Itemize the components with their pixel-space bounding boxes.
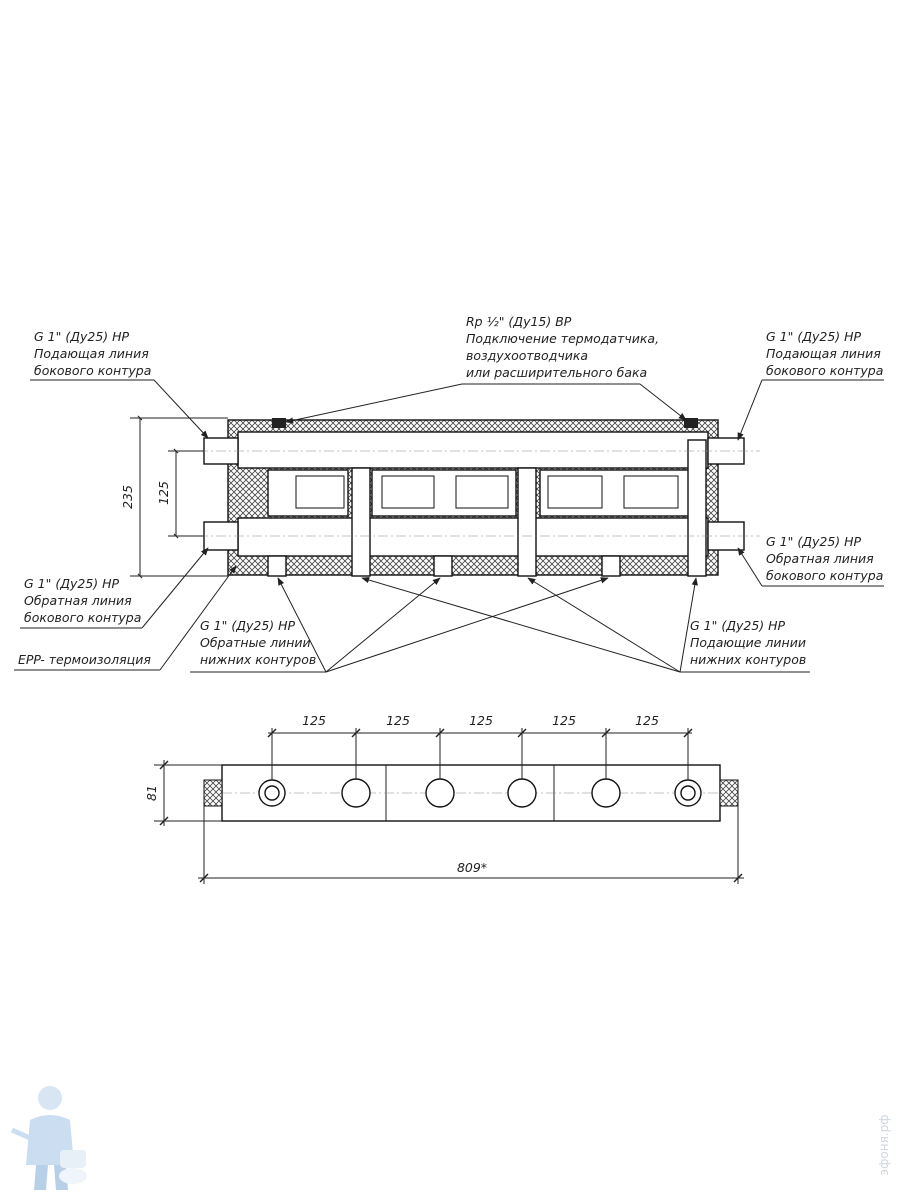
label-top-left-line3: бокового контура — [34, 363, 151, 378]
label-top-left-line1: G 1" (Ду25) НР — [34, 329, 130, 344]
label-supply-lower-line1: G 1" (Ду25) НР — [690, 618, 786, 633]
label-top-left-line2: Подающая линия — [34, 346, 149, 361]
label-top-left: G 1" (Ду25) НР Подающая линия бокового к… — [30, 329, 209, 439]
label-top-center: Rp ½" (Ду15) ВР Подключение термодатчика… — [285, 314, 687, 424]
height-dimensions: 235 125 — [120, 415, 228, 579]
dim-spacing-4: 125 — [552, 713, 576, 728]
label-right-return-line2: Обратная линия — [766, 551, 874, 566]
label-bottom-left: G 1" (Ду25) НР Обратная линия бокового к… — [20, 547, 209, 629]
dim-height-between: 125 — [156, 481, 171, 505]
label-top-center-line3: воздухоотводчика — [466, 348, 588, 363]
spacing-dimensions: 125 125 125 125 125 — [267, 713, 693, 780]
label-left-return-line1: G 1" (Ду25) НР — [24, 576, 120, 591]
label-left-return-line2: Обратная линия — [24, 593, 132, 608]
label-bottom-right-side: G 1" (Ду25) НР Обратная линия бокового к… — [737, 534, 884, 587]
label-return-lower-line2: Обратные линии — [200, 635, 311, 650]
label-return-lower-line1: G 1" (Ду25) НР — [200, 618, 296, 633]
label-top-center-line4: или расширительного бака — [466, 365, 647, 380]
watermark-text: эфоня.рф — [877, 1115, 891, 1176]
dim-spacing-5: 125 — [635, 713, 659, 728]
label-top-center-line2: Подключение термодатчика, — [466, 331, 659, 346]
dim-length: 809* — [457, 860, 487, 875]
dim-spacing-2: 125 — [386, 713, 410, 728]
label-left-return-line3: бокового контура — [24, 610, 141, 625]
plumber-mascot-icon — [10, 1086, 87, 1190]
label-supply-lower-line2: Подающие линии — [690, 635, 806, 650]
dim-spacing-3: 125 — [469, 713, 493, 728]
dim-depth: 81 — [144, 785, 159, 801]
label-insulation-text: EPP- термоизоляция — [18, 652, 151, 667]
label-insulation: EPP- термоизоляция — [14, 565, 237, 671]
label-return-lower: G 1" (Ду25) НР Обратные линии нижних кон… — [190, 577, 609, 673]
label-top-right-line2: Подающая линия — [766, 346, 881, 361]
label-top-right-line1: G 1" (Ду25) НР — [766, 329, 862, 344]
label-right-return-line1: G 1" (Ду25) НР — [766, 534, 862, 549]
label-right-return-line3: бокового контура — [766, 568, 883, 583]
label-top-right-line3: бокового контура — [766, 363, 883, 378]
front-section-view — [180, 418, 760, 577]
label-supply-lower-line3: нижних контуров — [690, 652, 806, 667]
dim-height-total: 235 — [120, 485, 135, 509]
label-supply-lower: G 1" (Ду25) НР Подающие линии нижних кон… — [361, 576, 810, 673]
label-return-lower-line3: нижних контуров — [200, 652, 316, 667]
length-dimension: 809* — [198, 806, 744, 884]
dim-spacing-1: 125 — [302, 713, 326, 728]
depth-dimension: 81 — [144, 760, 222, 826]
label-top-right: G 1" (Ду25) НР Подающая линия бокового к… — [737, 329, 884, 441]
label-top-center-line1: Rp ½" (Ду15) ВР — [466, 314, 572, 329]
plan-view — [203, 764, 739, 822]
